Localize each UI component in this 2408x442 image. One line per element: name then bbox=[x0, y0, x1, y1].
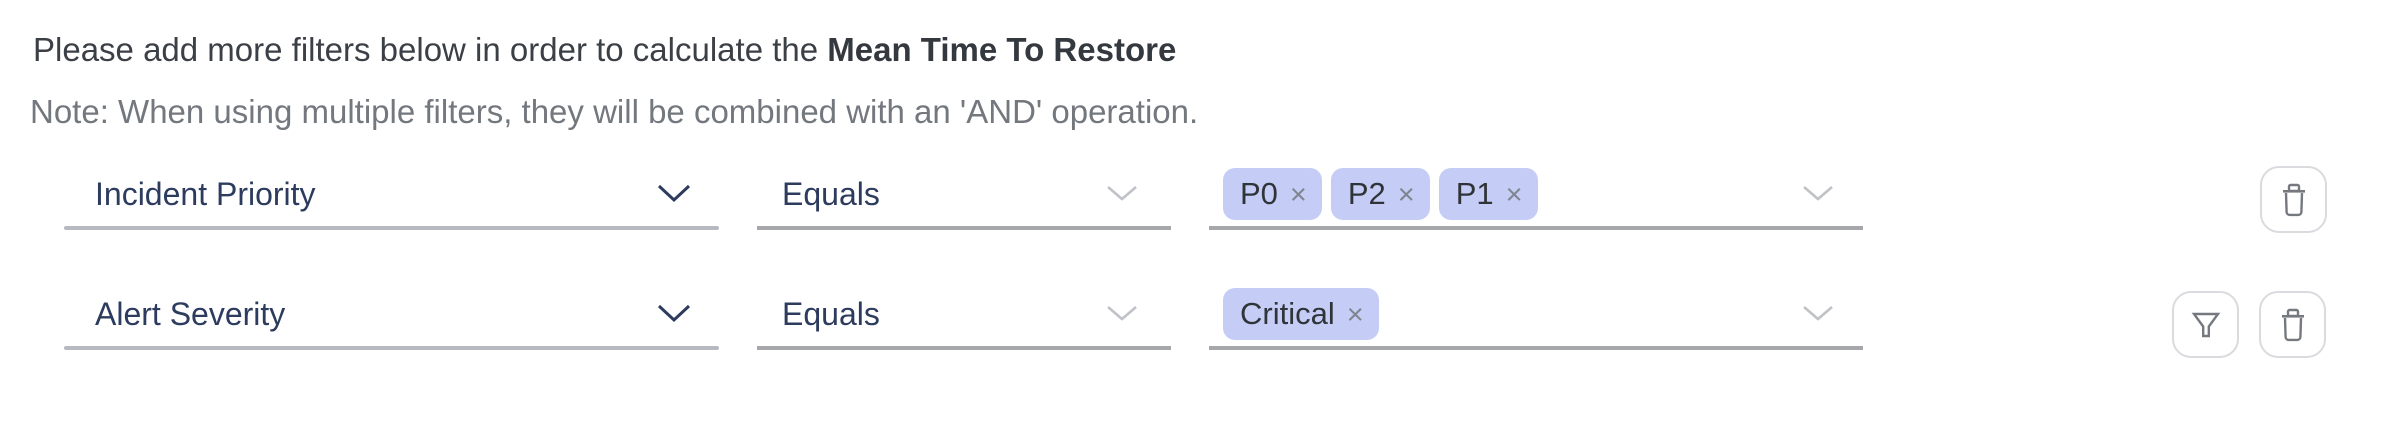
remove-chip-icon[interactable]: × bbox=[1505, 178, 1523, 211]
delete-filter-button-row2[interactable] bbox=[2259, 291, 2326, 358]
field-select-incident-priority[interactable]: Incident Priority bbox=[64, 158, 719, 230]
chip-label: P2 bbox=[1347, 176, 1386, 211]
funnel-icon bbox=[2190, 310, 2222, 340]
field-underline bbox=[64, 226, 719, 230]
operator-select-row1[interactable]: Equals bbox=[757, 158, 1171, 230]
chevron-down-icon bbox=[1105, 184, 1139, 204]
trash-icon bbox=[2278, 308, 2308, 342]
operator-select-row2[interactable]: Equals bbox=[757, 278, 1171, 350]
field-select-value: Alert Severity bbox=[95, 295, 286, 332]
remove-chip-icon[interactable]: × bbox=[1289, 178, 1307, 211]
field-underline bbox=[1209, 346, 1863, 350]
field-underline bbox=[1209, 226, 1863, 230]
field-select-alert-severity[interactable]: Alert Severity bbox=[64, 278, 719, 350]
value-chip: P2 × bbox=[1330, 168, 1430, 220]
field-underline bbox=[64, 346, 719, 350]
values-multiselect-row2[interactable]: Critical × bbox=[1209, 278, 1863, 350]
intro-text: Please add more filters below in order t… bbox=[33, 30, 1176, 70]
value-chip: Critical × bbox=[1223, 288, 1379, 340]
note-text: Note: When using multiple filters, they … bbox=[30, 93, 1199, 130]
chevron-down-icon bbox=[1801, 304, 1835, 324]
field-underline bbox=[757, 226, 1171, 230]
intro-text-regular: Please add more filters below in order t… bbox=[33, 31, 828, 68]
value-chip: P0 × bbox=[1223, 168, 1322, 220]
intro-text-metric-name: Mean Time To Restore bbox=[827, 31, 1177, 68]
chip-list: Critical × bbox=[1223, 288, 1379, 340]
value-chip: P1 × bbox=[1438, 168, 1538, 220]
delete-filter-button-row1[interactable] bbox=[2260, 166, 2327, 233]
chevron-down-icon bbox=[1105, 304, 1139, 324]
chip-list: P0 × P2 × P1 × bbox=[1223, 168, 1538, 220]
chevron-down-icon bbox=[655, 182, 693, 206]
remove-chip-icon[interactable]: × bbox=[1346, 298, 1364, 331]
remove-chip-icon[interactable]: × bbox=[1397, 178, 1415, 211]
values-multiselect-row1[interactable]: P0 × P2 × P1 × bbox=[1209, 158, 1863, 230]
field-underline bbox=[757, 346, 1171, 350]
chip-label: Critical bbox=[1240, 296, 1335, 331]
chevron-down-icon bbox=[655, 302, 693, 326]
chevron-down-icon bbox=[1801, 184, 1835, 204]
chip-label: P0 bbox=[1240, 176, 1278, 211]
operator-select-value: Equals bbox=[782, 295, 880, 332]
operator-select-value: Equals bbox=[782, 175, 880, 212]
chip-label: P1 bbox=[1455, 176, 1494, 211]
apply-filter-button-row2[interactable] bbox=[2172, 291, 2239, 358]
trash-icon bbox=[2279, 183, 2309, 217]
field-select-value: Incident Priority bbox=[95, 175, 316, 212]
